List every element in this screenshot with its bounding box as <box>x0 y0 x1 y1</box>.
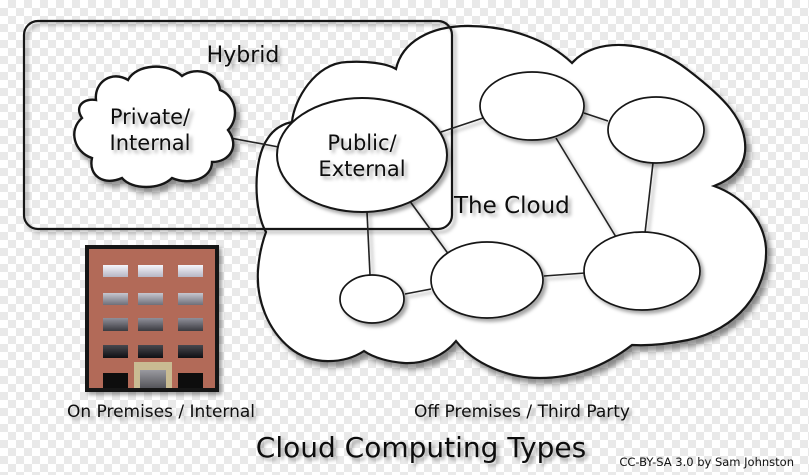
connection-line-private-public <box>224 136 285 149</box>
building-window <box>178 293 203 305</box>
private-cloud-label-line1: Private/ <box>110 105 191 129</box>
building-window <box>138 318 163 331</box>
hybrid-label: Hybrid <box>207 43 280 68</box>
on-premises-caption: On Premises / Internal <box>67 402 255 422</box>
private-cloud-shape <box>73 65 237 189</box>
building-window <box>103 345 128 358</box>
connection-line-node2-node5 <box>644 162 654 234</box>
cloud-node-5 <box>583 231 701 311</box>
building-window <box>178 318 203 331</box>
connection-lines <box>224 112 654 295</box>
building-window <box>178 345 203 358</box>
connection-line-node4-node5 <box>543 272 586 277</box>
private-cloud-label-line2: Internal <box>110 131 191 155</box>
building-window <box>138 345 163 358</box>
building-window <box>103 318 128 331</box>
the-cloud-label: The Cloud <box>453 193 570 219</box>
cloud-node-2 <box>607 96 705 164</box>
license-credit: CC-BY-SA 3.0 by Sam Johnston <box>619 455 794 469</box>
building-window <box>178 265 203 277</box>
building-window <box>103 373 128 388</box>
public-external-label-line1: Public/ <box>327 131 397 155</box>
public-external-node <box>276 97 448 213</box>
cloud-node-4 <box>430 241 544 319</box>
cloud-node-3 <box>339 274 405 324</box>
building-window <box>138 293 163 305</box>
public-external-label-line2: External <box>318 157 405 181</box>
connection-line-public-node4 <box>408 199 453 260</box>
off-premises-caption: Off Premises / Third Party <box>414 402 630 422</box>
building-window <box>138 265 163 277</box>
connection-line-public-node3 <box>366 211 371 276</box>
building-icon <box>85 245 219 392</box>
building-window <box>178 373 203 388</box>
building-window <box>103 265 128 277</box>
connection-line-public-node1 <box>440 117 484 133</box>
connection-line-node1-node5 <box>555 137 617 238</box>
connection-line-node3-node4 <box>404 288 432 295</box>
cloud-node-1 <box>479 71 585 141</box>
building-door <box>140 370 166 388</box>
connection-line-node1-node2 <box>583 112 609 122</box>
diagram-title: Cloud Computing Types <box>256 431 586 464</box>
building-window <box>103 293 128 305</box>
hybrid-boundary-box <box>22 19 454 231</box>
